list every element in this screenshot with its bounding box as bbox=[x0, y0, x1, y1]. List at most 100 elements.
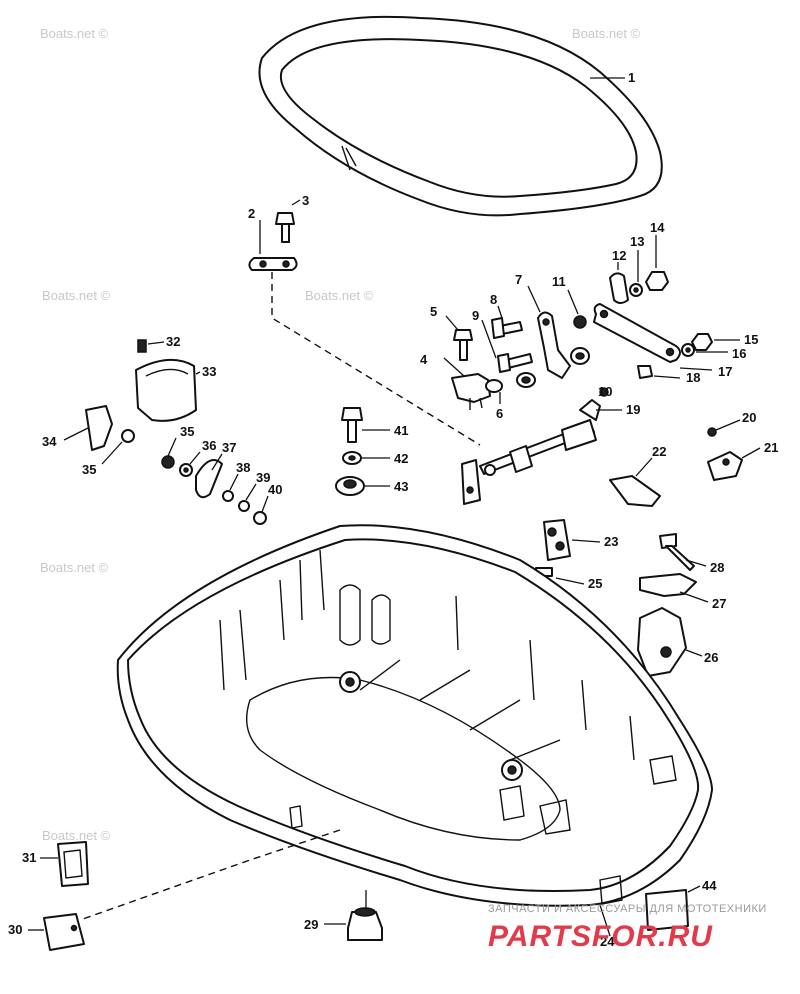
leader-line bbox=[211, 453, 223, 471]
callout-number: 31 bbox=[22, 850, 36, 865]
callout-number: 10 bbox=[598, 384, 612, 399]
callout-number: 22 bbox=[652, 444, 666, 459]
leader-line bbox=[63, 427, 89, 441]
part-latch-bracket bbox=[639, 573, 697, 597]
callout-number: 4 bbox=[420, 352, 428, 367]
part-screw bbox=[137, 339, 147, 353]
dashed-assembly-line bbox=[79, 829, 341, 921]
dashed-assembly-line bbox=[271, 272, 481, 446]
callout-number: 18 bbox=[686, 370, 700, 385]
leader-line bbox=[685, 649, 703, 657]
brand-logo: PARTSFOR.RU bbox=[488, 920, 713, 953]
part-seal-ring bbox=[258, 15, 663, 217]
part-bushing bbox=[485, 347, 590, 393]
leader-line bbox=[167, 437, 177, 457]
callout-number: 29 bbox=[304, 917, 318, 932]
part-washer bbox=[222, 490, 234, 502]
part-lever-arm bbox=[537, 311, 571, 379]
callout-number: 27 bbox=[712, 596, 726, 611]
callout-number: 33 bbox=[202, 364, 216, 379]
leader-line bbox=[101, 441, 123, 465]
leader-line bbox=[189, 451, 201, 465]
part-clip bbox=[57, 841, 89, 887]
callout-number: 42 bbox=[394, 451, 408, 466]
part-screw bbox=[659, 533, 695, 571]
part-screw bbox=[707, 427, 717, 437]
callout-number: 1 bbox=[628, 70, 635, 85]
callout-number: 19 bbox=[626, 402, 640, 417]
leader-line bbox=[571, 539, 601, 543]
leader-line bbox=[741, 447, 761, 459]
part-nut bbox=[645, 271, 669, 291]
callout-number: 3 bbox=[302, 193, 309, 208]
part-nut bbox=[573, 315, 587, 329]
part-latch-handle bbox=[43, 913, 85, 951]
leader-line bbox=[147, 341, 165, 345]
callout-number: 24 bbox=[600, 934, 615, 949]
callout-number: 35 bbox=[180, 424, 194, 439]
leader-line bbox=[497, 305, 503, 319]
part-latch-pad bbox=[637, 607, 687, 677]
part-nut bbox=[121, 429, 135, 443]
leader-line bbox=[443, 357, 465, 377]
part-grommet bbox=[543, 519, 571, 561]
callout-number: 37 bbox=[222, 440, 236, 455]
watermark: Boats.net © bbox=[40, 560, 109, 575]
leader-line bbox=[653, 375, 681, 379]
part-nut bbox=[161, 455, 175, 469]
part-washer bbox=[629, 283, 643, 297]
leader-line bbox=[555, 577, 585, 585]
part-cable-clip bbox=[707, 451, 743, 481]
part-link-bar bbox=[593, 303, 681, 363]
part-decal bbox=[645, 889, 689, 931]
callout-number: 23 bbox=[604, 534, 618, 549]
part-nut bbox=[637, 365, 653, 379]
brand-tagline: ЗАПЧАСТИ И АКСЕССУАРЫ ДЛЯ МОТОТЕХНИКИ bbox=[488, 903, 767, 915]
callout-number: 16 bbox=[732, 346, 746, 361]
leader-line bbox=[229, 473, 239, 491]
part-bolt bbox=[491, 317, 523, 339]
leader-line bbox=[481, 319, 497, 359]
callout-number: 35 bbox=[82, 462, 96, 477]
part-bolt bbox=[497, 353, 533, 373]
part-washer bbox=[179, 463, 193, 477]
part-throttle-shaft bbox=[461, 399, 601, 505]
callout-number: 7 bbox=[515, 272, 522, 287]
leader-line bbox=[715, 419, 741, 431]
callout-number: 8 bbox=[490, 292, 497, 307]
leader-line bbox=[679, 367, 713, 371]
part-clip bbox=[609, 272, 629, 304]
part-cover bbox=[135, 359, 197, 422]
part-bracket-plate bbox=[248, 257, 298, 271]
callout-number: 36 bbox=[202, 438, 216, 453]
leader-line bbox=[195, 371, 201, 375]
part-grommet bbox=[335, 476, 365, 496]
watermark: Boats.net © bbox=[42, 828, 111, 843]
watermark: Boats.net © bbox=[572, 26, 641, 41]
part-washer bbox=[681, 343, 695, 357]
callout-number: 17 bbox=[718, 364, 732, 379]
part-washer bbox=[238, 500, 250, 512]
callout-number: 26 bbox=[704, 650, 718, 665]
part-washer bbox=[342, 451, 362, 465]
callout-number: 13 bbox=[630, 234, 644, 249]
leader-line bbox=[261, 495, 269, 513]
callout-number: 44 bbox=[702, 878, 717, 893]
callout-number: 28 bbox=[710, 560, 724, 575]
leader-line bbox=[679, 591, 709, 603]
callout-number: 34 bbox=[42, 434, 57, 449]
callout-number: 2 bbox=[248, 206, 255, 221]
callout-number: 30 bbox=[8, 922, 22, 937]
watermark: Boats.net © bbox=[305, 288, 374, 303]
watermark: Boats.net © bbox=[42, 288, 111, 303]
callout-number: 20 bbox=[742, 410, 756, 425]
part-nut bbox=[691, 333, 713, 351]
part-bolt bbox=[341, 407, 363, 443]
leader-line bbox=[245, 483, 257, 501]
callout-number: 5 bbox=[430, 304, 437, 319]
callout-number: 6 bbox=[496, 406, 503, 421]
callout-number: 40 bbox=[268, 482, 282, 497]
callout-number: 41 bbox=[394, 423, 408, 438]
leader-line bbox=[527, 285, 541, 313]
